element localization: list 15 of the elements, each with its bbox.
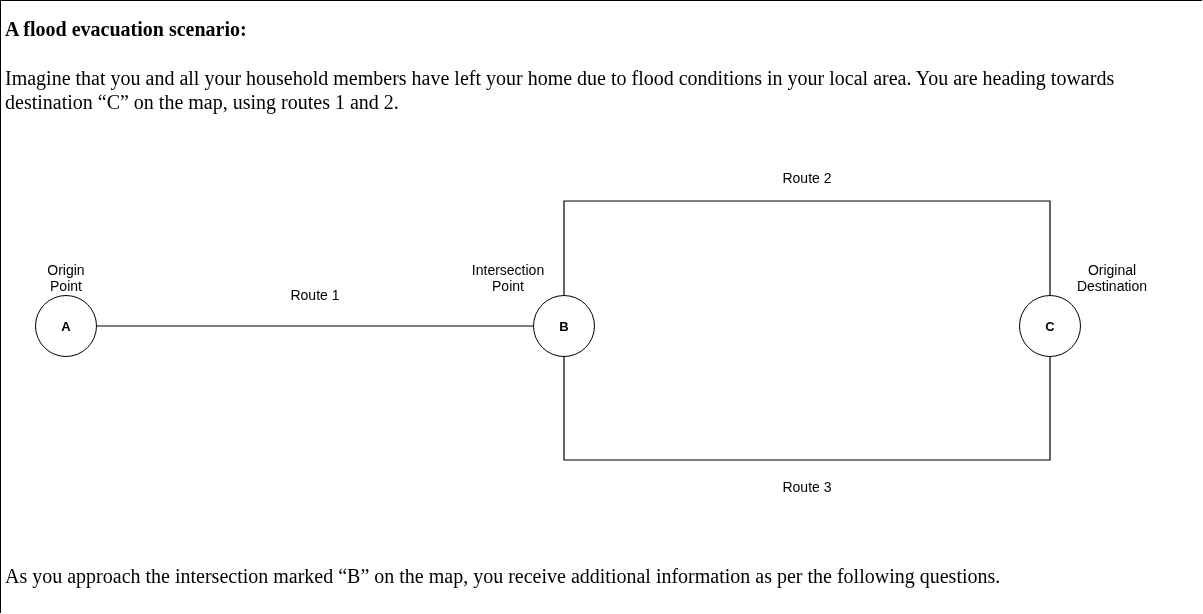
route-label: Route 3 [781, 479, 833, 495]
paragraph: As you approach the intersection marked “B” on the map, you receive additional information as per the following questions. [5, 564, 1002, 588]
route-label: Route 1 [289, 287, 341, 303]
heading: A flood evacuation scenario: [5, 17, 247, 41]
point-letter: B [559, 318, 569, 334]
point-caption: Origin Point [46, 262, 86, 294]
route-line [563, 356, 1051, 461]
route-line [563, 200, 1051, 296]
point-letter: C [1045, 318, 1055, 334]
point-caption: Original Destination [1075, 262, 1148, 294]
point-letter: A [61, 318, 71, 334]
route-label: Route 2 [781, 170, 833, 186]
paragraph: Imagine that you and all your household members have left your home due to flood conditions in your local area. You are heading towards destination “C” on the map, using routes 1 and 2. [5, 66, 1116, 114]
point-caption: Intersection Point [470, 262, 546, 294]
route-line [96, 325, 534, 327]
